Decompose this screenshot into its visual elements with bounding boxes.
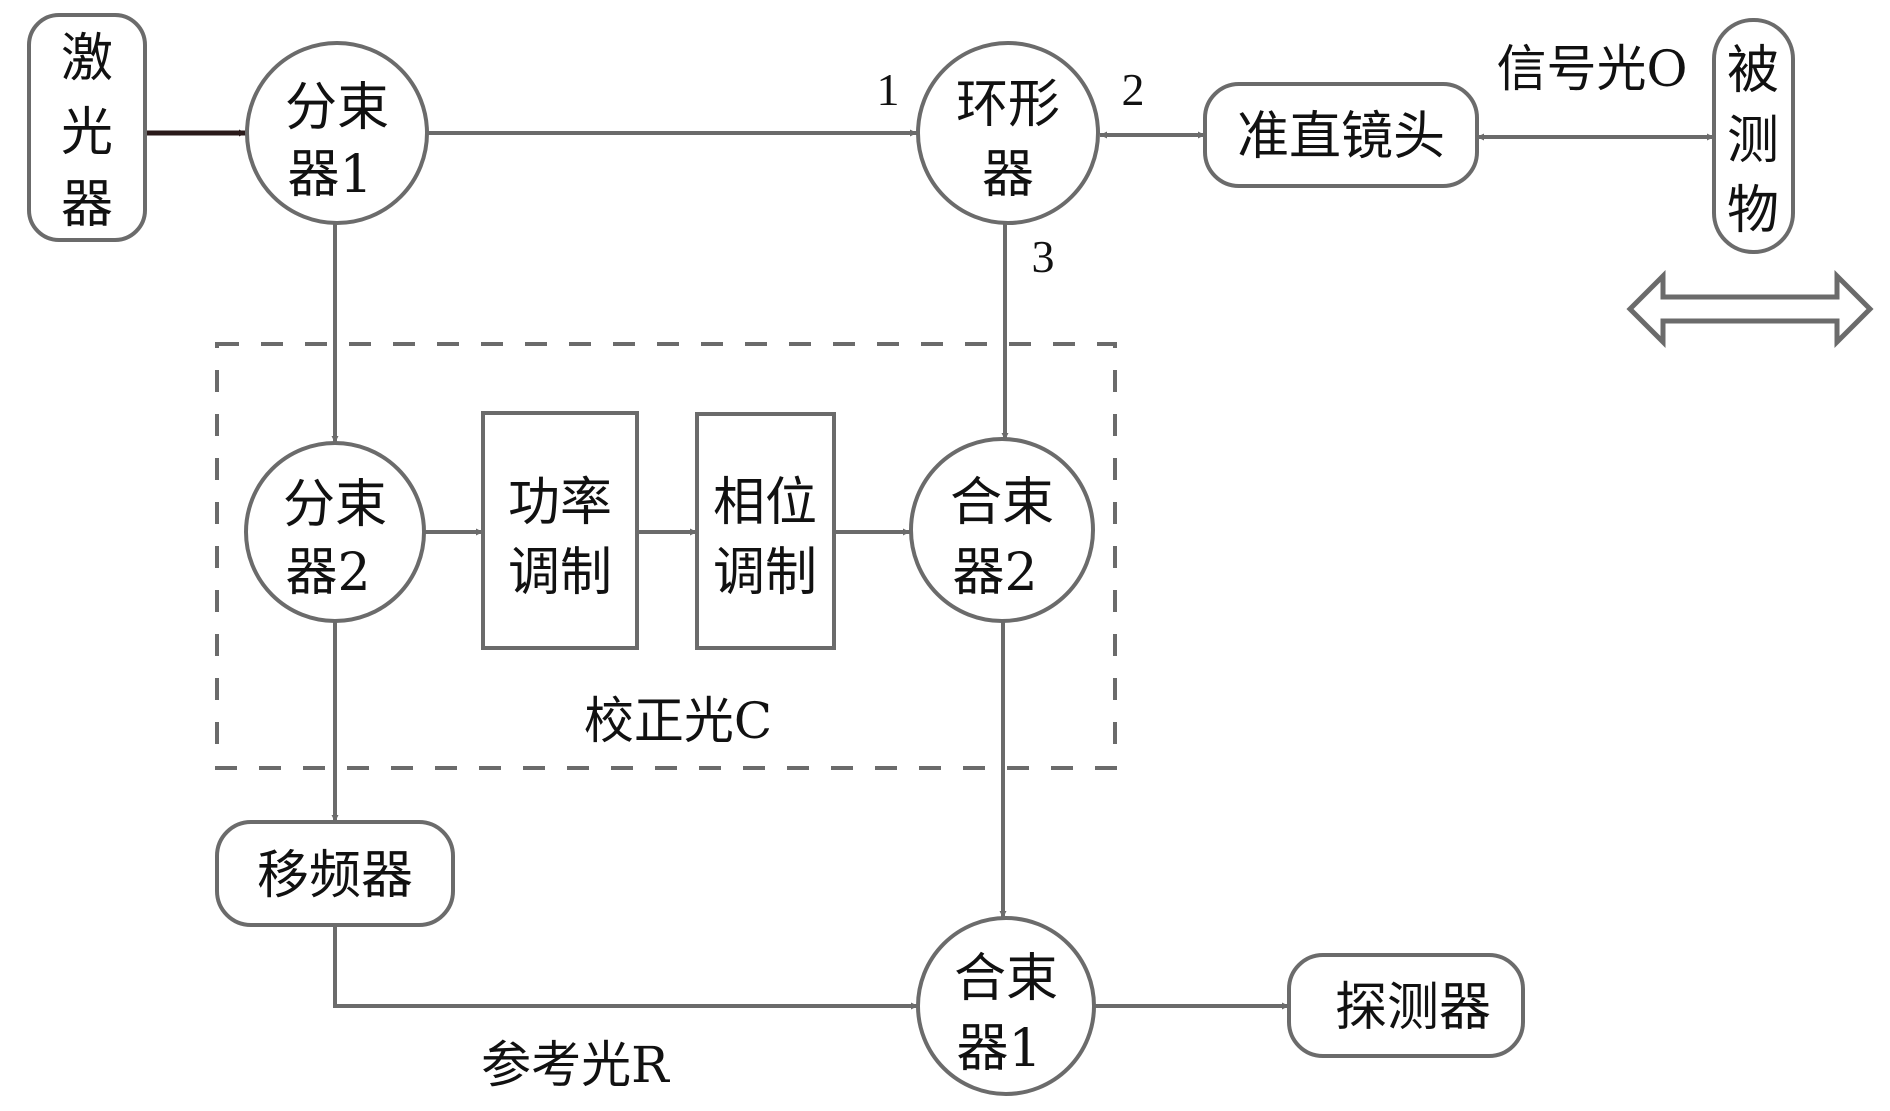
target-label-line-2: 测 [1727, 111, 1779, 171]
laser-label-line-1: 激 [61, 29, 113, 89]
calibration-group-boundary [215, 342, 1117, 770]
phase-mod-label-line-1: 相位 [713, 473, 817, 533]
node-collimator[interactable]: 准直镜头 [1203, 82, 1479, 188]
combiner1-label-line-2: 器1 [956, 1019, 1041, 1079]
combiner2-label-line-1: 合束 [950, 473, 1054, 533]
node-detector[interactable]: 探测器 [1287, 953, 1525, 1058]
reference-light-label: 参考光R [481, 1036, 670, 1094]
power-mod-label-line-2: 调制 [508, 543, 612, 603]
phase-mod-label-line-2: 调制 [713, 543, 817, 603]
signal-light-label: 信号光O [1497, 40, 1688, 98]
splitter2-label-line-2: 器2 [285, 543, 370, 603]
node-phase-modulation[interactable]: 相位 调制 [695, 412, 836, 650]
port-3-label: 3 [1032, 231, 1055, 282]
port-2-label: 2 [1122, 64, 1145, 115]
combiner2-label-line-2: 器2 [952, 543, 1037, 603]
splitter1-label-line-2: 器1 [287, 145, 372, 205]
node-power-modulation[interactable]: 功率 调制 [481, 411, 639, 650]
edge-freq-shifter-to-combiner1 [333, 925, 918, 1010]
target-label-line-1: 被 [1727, 41, 1779, 101]
node-laser[interactable]: 激 光 器 [27, 13, 147, 242]
node-splitter1[interactable]: 分束 器1 [245, 41, 429, 225]
freq-shifter-label: 移频器 [257, 846, 413, 906]
node-splitter2[interactable]: 分束 器2 [244, 441, 426, 623]
node-combiner2[interactable]: 合束 器2 [909, 437, 1095, 623]
node-target[interactable]: 被 测 物 [1712, 18, 1795, 254]
target-label-line-3: 物 [1727, 181, 1779, 241]
circulator-label-line-1: 环形 [956, 75, 1060, 135]
splitter1-label-line-1: 分束 [285, 78, 389, 138]
node-combiner1[interactable]: 合束 器1 [916, 916, 1096, 1096]
circulator-label-line-2: 器 [982, 145, 1034, 205]
port-1-label: 1 [877, 64, 900, 115]
combiner1-label-line-1: 合束 [954, 949, 1058, 1009]
double-headed-arrow-icon [1626, 269, 1874, 349]
node-frequency-shifter[interactable]: 移频器 [215, 820, 455, 927]
calibration-light-label: 校正光C [584, 692, 772, 750]
laser-label-line-2: 光 [61, 103, 113, 163]
power-mod-label-line-1: 功率 [508, 473, 612, 533]
node-circulator[interactable]: 环形 器 [916, 41, 1100, 225]
laser-label-line-3: 器 [61, 175, 113, 235]
splitter2-label-line-1: 分束 [283, 475, 387, 535]
detector-label: 探测器 [1335, 978, 1491, 1038]
collimator-label: 准直镜头 [1237, 107, 1445, 167]
